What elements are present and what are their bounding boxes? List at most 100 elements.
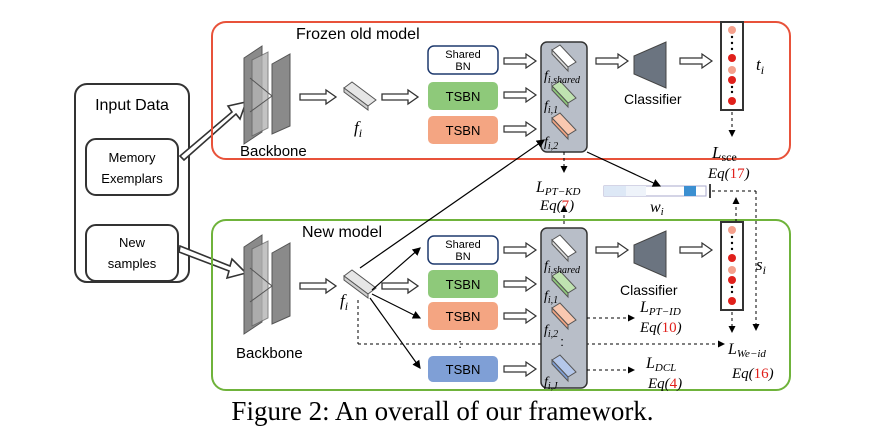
new-classifier-icon: [633, 230, 667, 278]
new-feature-dots: :: [560, 334, 564, 349]
input-data-title: Input Data: [95, 97, 169, 114]
frozen-tsbn-green-label: TSBN: [446, 89, 481, 104]
frozen-feature-label: fi: [354, 118, 362, 140]
new-feature-1: [551, 270, 577, 299]
new-arrow-to-classifier: [595, 241, 630, 259]
new-fan-tsbn2: [371, 293, 422, 319]
new-classifier-label: Classifier: [620, 282, 678, 298]
frozen-output-dot: [730, 90, 734, 94]
frozen-feature-vector: [343, 81, 377, 111]
frozen-eq-label: Eq(17): [707, 166, 750, 182]
frozen-feature-2: [551, 112, 577, 141]
new-model-title: New model: [302, 224, 382, 241]
new-fshared-label: fi,shared: [544, 259, 581, 276]
new-output-dot: [728, 266, 736, 274]
memory-label-line1: Memory: [109, 150, 156, 165]
frozen-arrow-to-output: [679, 52, 714, 70]
dcl-loss-label: LDCL: [645, 355, 676, 374]
new-backbone-icon: [243, 234, 291, 335]
frozen-output-dot: [728, 97, 736, 105]
frozen-output-dot: [728, 66, 736, 74]
weight-label: wi: [650, 199, 664, 218]
new-fj-label: fi,J: [544, 375, 558, 392]
new-feature-vector: [343, 269, 377, 299]
frozen-model-title: Frozen old model: [296, 26, 420, 43]
frozen-arrow-shared: [503, 52, 538, 70]
frozen-shared-bn-line2: BN: [455, 61, 470, 73]
frozen-output-dot: [730, 85, 734, 89]
frozen-panel-to-weight-arrow: [586, 151, 662, 187]
frozen-shared-bn: [427, 45, 499, 75]
frozen-hollow-arrow-1: [299, 88, 338, 106]
new-output-dot: [730, 290, 734, 294]
new-feature-shared: [551, 234, 577, 263]
new-arrow-tsbn1: [503, 275, 538, 293]
new-samples-line1: New: [119, 235, 146, 250]
frozen-f2-label: fi,2: [544, 135, 558, 152]
frozen-output-dot: [730, 35, 734, 39]
weid-loss-label: LWe−id: [727, 341, 766, 360]
frozen-feature-shared: [551, 44, 577, 73]
frozen-output-dot: [728, 26, 736, 34]
frozen-tsbn-orange-label: TSBN: [446, 123, 481, 138]
new-feature-to-frozen-panel-arrow: [359, 139, 545, 269]
frozen-output-label: ti: [756, 55, 764, 77]
new-output-dot: [728, 297, 736, 305]
new-tsbn-green: [428, 270, 498, 298]
frozen-output-dot: [728, 54, 736, 62]
frozen-arrow-to-classifier: [595, 52, 630, 70]
new-tsbn-blue: [428, 356, 498, 382]
new-output-dot: [728, 254, 736, 262]
frozen-loss-label: Lsce: [711, 143, 737, 164]
dcl-eq-label: Eq(4): [647, 376, 682, 392]
frozen-backbone-label: Backbone: [240, 143, 307, 160]
ptid-loss-label: LPT−ID: [639, 299, 681, 318]
new-tsbn-orange: [428, 302, 498, 330]
frozen-classifier-label: Classifier: [624, 91, 682, 107]
new-fan-shared: [371, 247, 421, 291]
new-output-dot: [730, 241, 734, 245]
new-shared-bn-line2: BN: [455, 251, 470, 263]
ptkd-loss-label: LPT−KD: [535, 179, 581, 198]
new-fan-tsbnj: [369, 297, 421, 369]
new-output-dot: [730, 235, 734, 239]
new-model-box: [211, 219, 791, 391]
figure-caption: Figure 2: An overall of our framework.: [231, 396, 654, 426]
frozen-output-dot: [728, 76, 736, 84]
weid-eq-label: Eq(16): [731, 366, 774, 382]
new-output-dot: [730, 247, 734, 251]
weight-bar: [603, 184, 711, 198]
new-tsbn-orange-label: TSBN: [446, 309, 481, 324]
frozen-arrow-tsbn2: [503, 120, 538, 138]
new-tsbn-blue-label: TSBN: [446, 362, 481, 377]
new-samples-line2: samples: [108, 256, 157, 271]
memory-exemplars-box: [85, 138, 179, 196]
new-arrow-shared: [503, 241, 538, 259]
frozen-tsbn-green: [428, 82, 498, 110]
new-feature-label: fi: [340, 291, 348, 313]
new-f2-label: fi,2: [544, 323, 558, 340]
new-arrow-tsbn2: [503, 307, 538, 325]
new-output-dot: [728, 226, 736, 234]
frozen-backbone-icon: [243, 45, 291, 145]
new-output-dot: [730, 285, 734, 289]
new-output-label: si: [756, 255, 766, 277]
frozen-classifier-icon: [633, 41, 667, 89]
new-f1-label: fi,1: [544, 289, 558, 306]
frozen-output-dot: [730, 41, 734, 45]
new-tsbn-dots: :: [458, 336, 462, 351]
new-feature-2: [551, 302, 577, 331]
frozen-f1-label: fi,1: [544, 99, 558, 116]
new-arrow-tsbnj: [503, 360, 538, 378]
ptid-eq-label: Eq(10): [639, 320, 682, 336]
new-tsbn-green-label: TSBN: [446, 277, 481, 292]
frozen-shared-bn-line1: Shared: [445, 49, 480, 61]
frozen-fshared-label: fi,shared: [544, 69, 581, 86]
new-samples-box: [85, 224, 179, 282]
memory-label-line2: Exemplars: [101, 171, 163, 186]
frozen-feature-1: [551, 80, 577, 109]
new-shared-bn-line1: Shared: [445, 239, 480, 251]
new-arrow-to-output: [679, 241, 714, 259]
